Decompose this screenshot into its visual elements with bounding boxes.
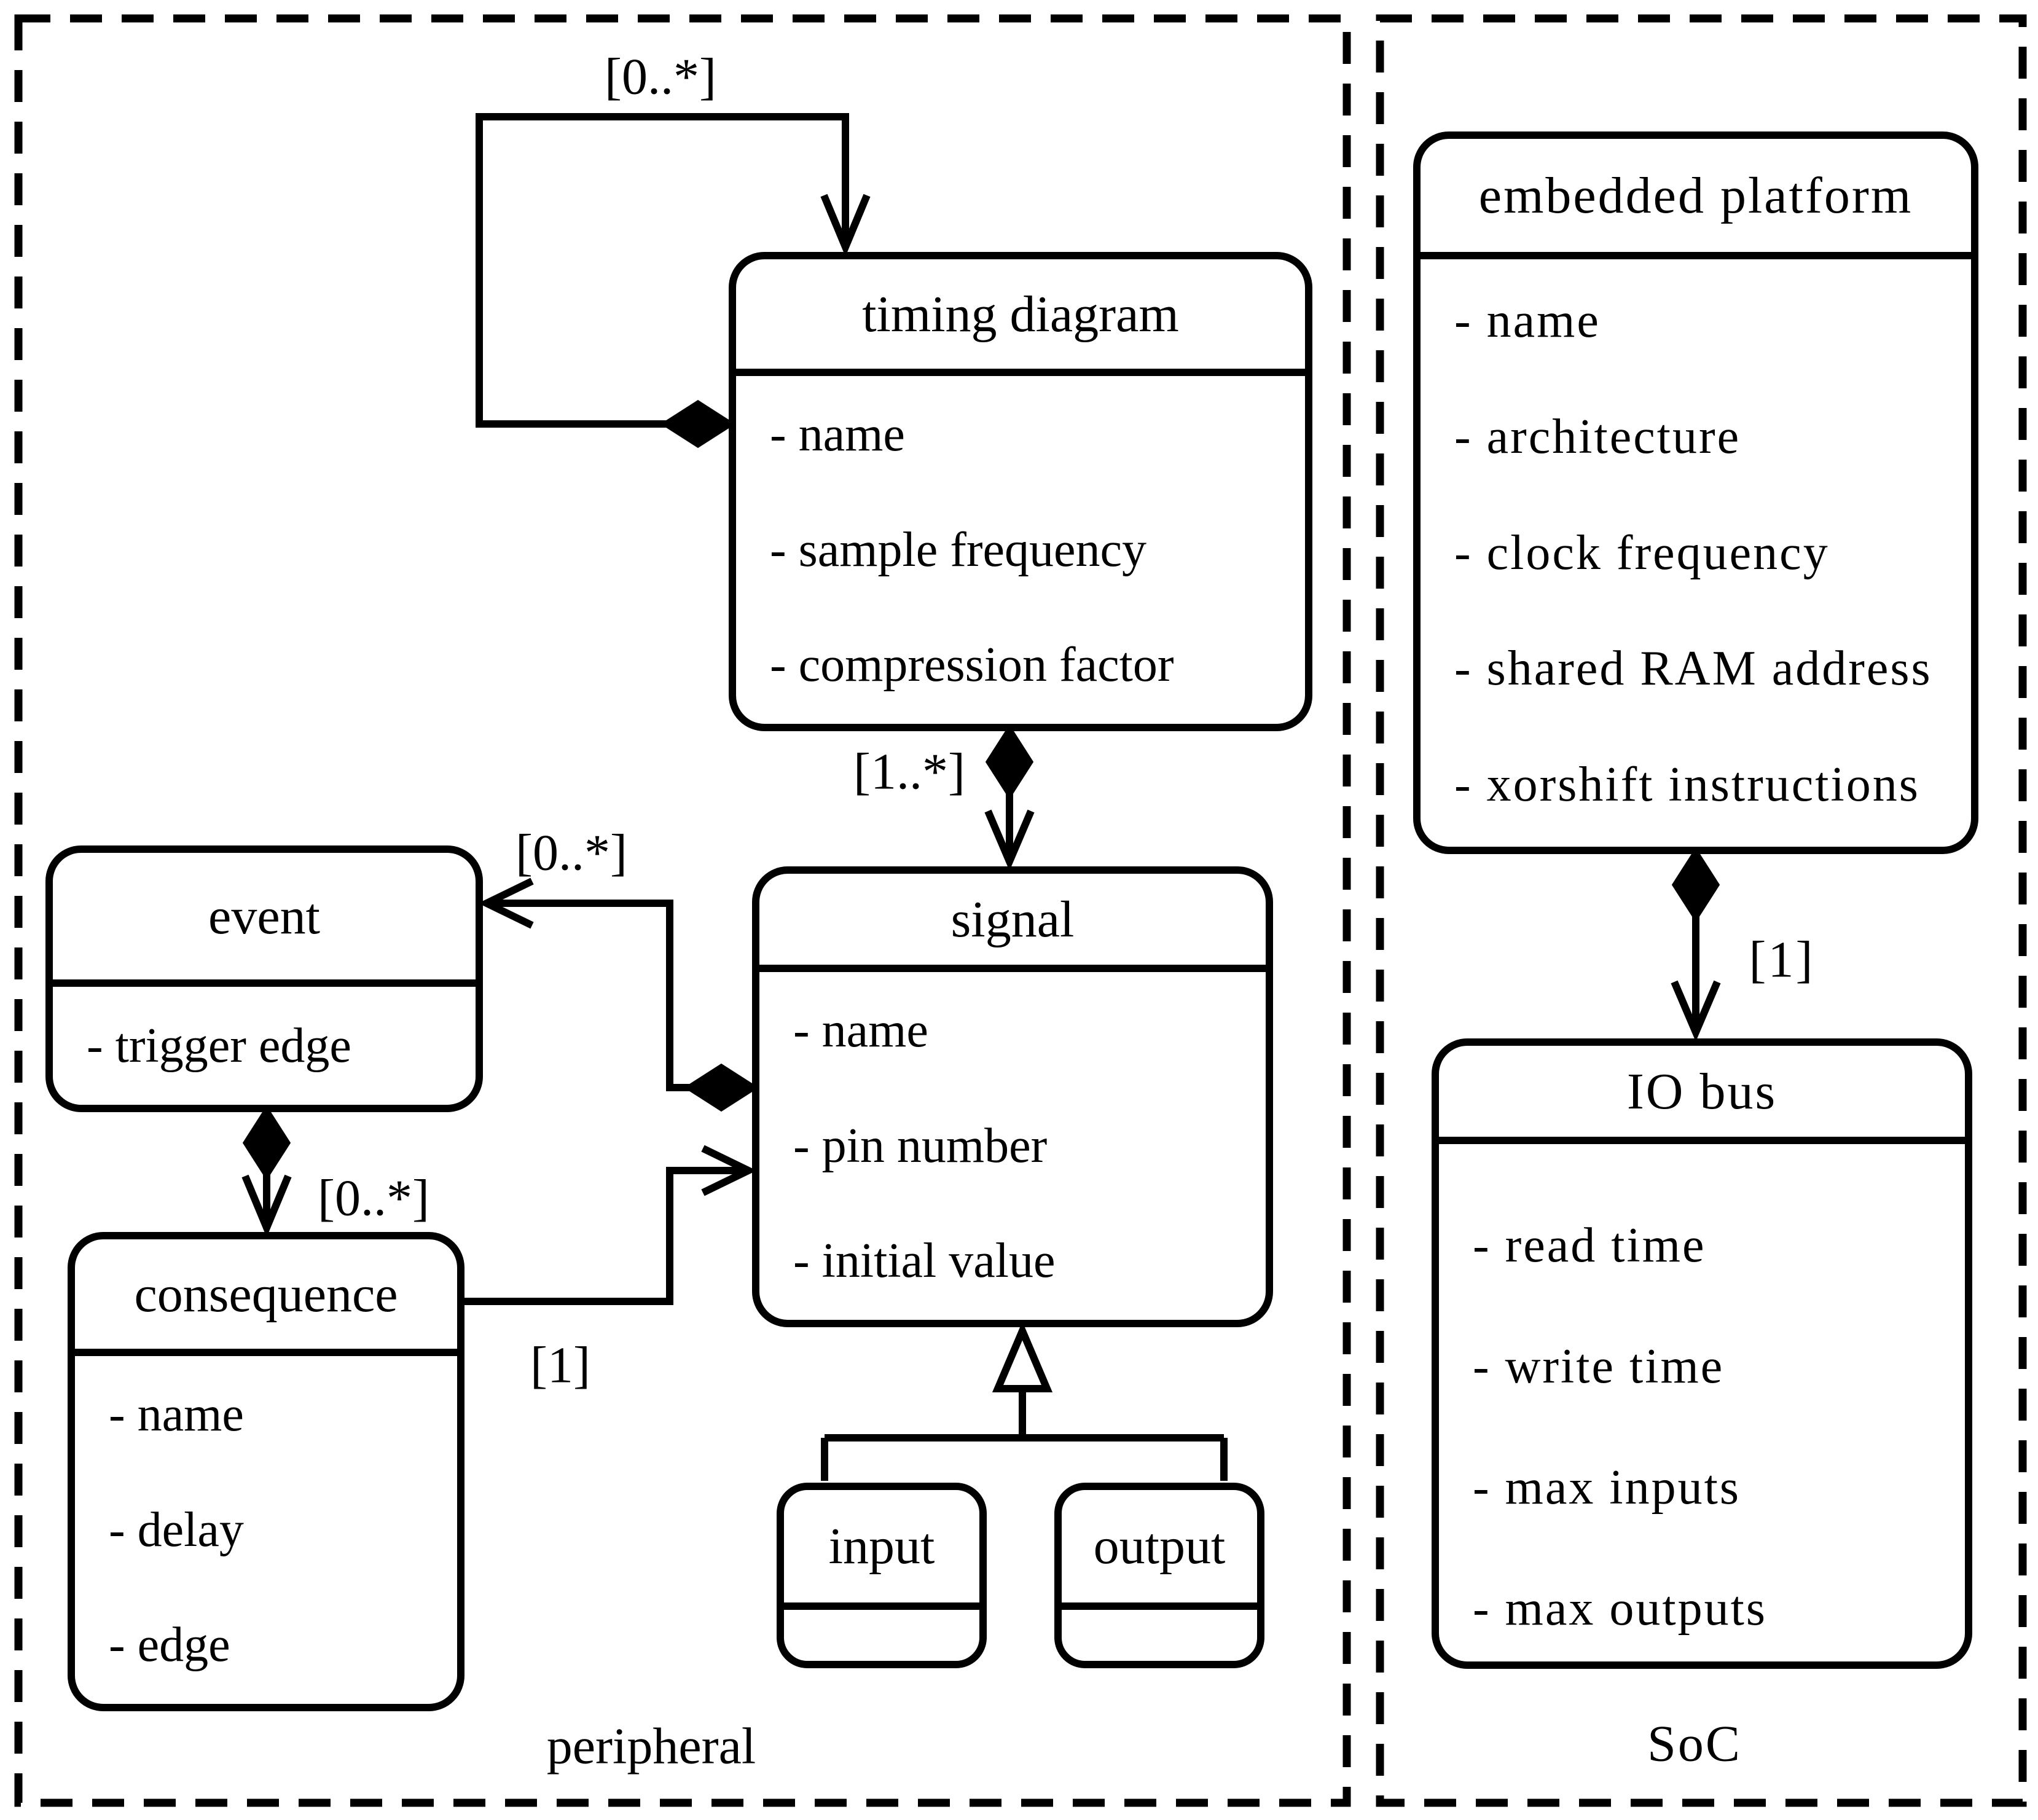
attribute-section [1062,1610,1257,1671]
attribute: - max outputs [1473,1582,1767,1636]
composition-diamond-icon [985,724,1034,800]
multiplicity-event-consequence: [0..*] [318,1169,429,1227]
composition-diamond-icon [683,1063,759,1112]
attribute: - shared RAM address [1454,641,1932,696]
edge-platform-iobus-composition [1671,847,1721,1042]
edge-consequence-signal-association [464,1145,757,1305]
open-arrowhead-icon [241,1174,292,1238]
attribute: - edge [109,1618,230,1672]
attribute: - sample frequency [770,522,1147,577]
class-title: event [53,853,476,987]
attribute: - clock frequency [1454,525,1830,580]
package-label-peripheral: peripheral [546,1717,756,1775]
multiplicity-platform-iobus: [1] [1749,931,1815,989]
multiplicity-timing-signal: [1..*] [853,743,965,801]
multiplicity-timing-self: [0..*] [605,48,716,106]
composition-diamond-icon [1671,847,1720,923]
generalization-triangle-icon [992,1321,1053,1392]
attribute-section: - name - architecture - clock frequency … [1421,259,1971,847]
attribute: - name [770,407,905,461]
attribute-section [784,1610,979,1671]
class-event: event - trigger edge [45,845,483,1112]
class-consequence: consequence - name - delay - edge [68,1232,464,1711]
open-arrowhead-icon [820,194,871,257]
attribute: - xorshift instructions [1454,758,1920,812]
open-arrowhead-icon [478,877,534,929]
class-embedded-platform: embedded platform - name - architecture … [1413,131,1978,854]
open-arrowhead-icon [701,1145,757,1196]
class-title: IO bus [1439,1046,1965,1144]
class-title: embedded platform [1421,139,1971,259]
composition-diamond-icon [660,399,736,449]
edge-generalization-signal [821,1321,1228,1481]
class-output: output [1054,1483,1264,1668]
attribute-section: - name - delay - edge [75,1356,457,1704]
open-arrowhead-icon [1671,980,1721,1042]
edge-timing-signal-composition [984,724,1035,871]
class-signal: signal - name - pin number - initial val… [752,866,1273,1327]
edge-event-consequence-composition [241,1105,292,1238]
attribute-section: - name - pin number - initial value [759,972,1266,1320]
package-label-soc: SoC [1647,1715,1742,1773]
attribute: - name [793,1003,928,1057]
attribute: - compression factor [770,638,1174,692]
multiplicity-consequence-signal: [1] [530,1336,590,1394]
soc-package-frame [1376,14,2027,1807]
attribute-section: - name - sample frequency - compression … [736,376,1305,724]
edge-timing-self-composition [476,113,871,449]
class-title: input [784,1490,979,1610]
peripheral-package-frame [14,14,1351,1807]
class-title: output [1062,1490,1257,1610]
class-input: input [777,1483,987,1668]
open-arrowhead-icon [984,809,1035,871]
edge-signal-event-composition [478,877,759,1112]
attribute: - name [109,1387,244,1441]
attribute: - write time [1473,1340,1725,1394]
attribute: - delay [109,1502,244,1557]
class-io-bus: IO bus - read time - write time - max in… [1432,1038,1972,1669]
attribute: - max inputs [1473,1461,1741,1515]
multiplicity-signal-event: [0..*] [515,824,627,882]
attribute: - read time [1473,1218,1706,1273]
attribute-section: - trigger edge [53,987,476,1105]
class-title: timing diagram [736,259,1305,376]
attribute: - name [1454,294,1601,348]
class-title: signal [759,874,1266,972]
attribute: - architecture [1454,409,1741,464]
class-title: consequence [75,1239,457,1356]
composition-diamond-icon [242,1105,291,1181]
attribute: - trigger edge [87,1018,351,1073]
attribute-section: - read time - write time - max inputs - … [1439,1144,1965,1661]
attribute: - initial value [793,1234,1056,1288]
class-timing-diagram: timing diagram - name - sample frequency… [729,252,1312,731]
attribute: - pin number [793,1118,1048,1173]
